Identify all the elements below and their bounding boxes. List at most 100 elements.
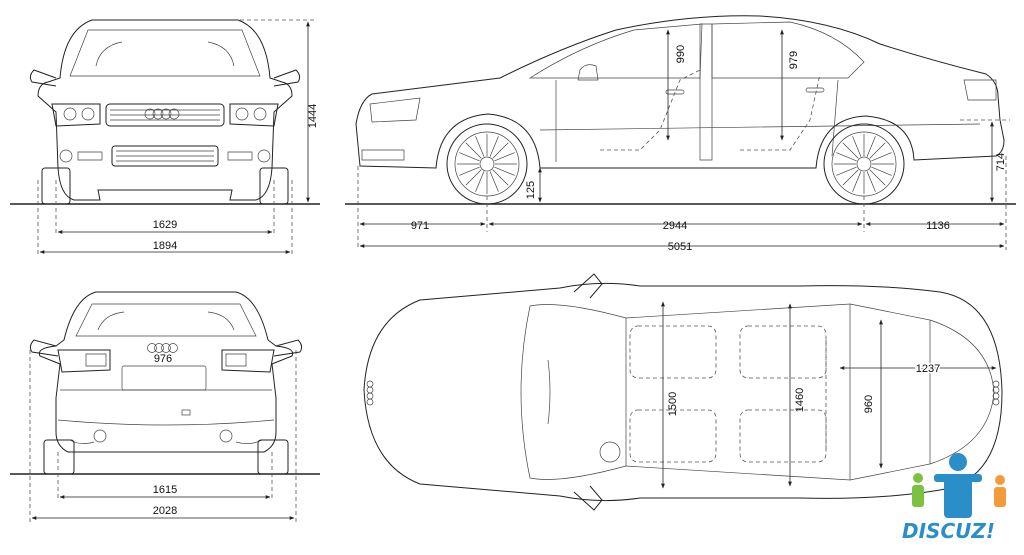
- wheel-spoke: [465, 142, 482, 159]
- wheel-spoke: [866, 136, 876, 157]
- front-right-foglight: [257, 149, 271, 163]
- top-hood-line: [547, 359, 551, 425]
- wheel-spoke: [869, 142, 886, 159]
- top-front-logo: [366, 380, 374, 406]
- side-mirror: [577, 64, 599, 81]
- side-front-wheel-spokes: [457, 134, 517, 194]
- wheel-spoke: [842, 142, 859, 159]
- top-view: 1500 1460 960 1237: [363, 273, 1003, 511]
- side-seats: [600, 69, 821, 151]
- top-left-mirror: [573, 273, 603, 299]
- top-body-outline: [363, 282, 1003, 502]
- rear-badge: 976: [154, 353, 172, 365]
- front-door-handle: [665, 89, 685, 95]
- wheel-spoke: [459, 166, 480, 176]
- wheel-spoke: [492, 142, 509, 159]
- wheel-spoke: [494, 166, 515, 176]
- front-view: 1444 1629 1894: [10, 19, 320, 256]
- wheel-spoke: [836, 166, 857, 176]
- top-trunk: [929, 319, 995, 465]
- front-left-mirror: [29, 69, 57, 87]
- discuz-watermark: DISCUZ!: [902, 453, 1006, 543]
- rear-logo: [147, 343, 178, 353]
- front-left-headlight: [51, 103, 101, 127]
- front-door-height-label: 990: [675, 45, 687, 63]
- front-windshield: [69, 29, 261, 77]
- rear-right-mirror: [273, 339, 303, 357]
- top-rear-window: [849, 303, 931, 481]
- trunk-width-label: 960: [863, 395, 875, 413]
- wheel-spoke: [869, 169, 886, 186]
- sill-height-label: 714: [995, 153, 1007, 171]
- front-right-tire: [259, 167, 289, 205]
- front-grille-slats: [110, 109, 220, 121]
- wheel-spoke: [465, 169, 482, 186]
- rear-overhang-label: 1136: [926, 220, 950, 232]
- side-b-pillar: [699, 23, 713, 161]
- rear-view: 976 1615 2028: [10, 291, 320, 522]
- wheel-spoke: [842, 169, 859, 186]
- front-interior-width-label: 1500: [667, 392, 679, 416]
- wheel-spoke: [489, 136, 499, 157]
- license-plate: [121, 365, 207, 391]
- front-logo: [144, 108, 180, 120]
- top-right-mirror: [573, 485, 603, 511]
- top-windshield: [520, 304, 627, 480]
- side-view: 990 979 125 714 971 2944 1136 5051: [345, 15, 1016, 253]
- top-front-seats: [629, 325, 717, 463]
- rear-right-tire: [257, 439, 289, 475]
- rear-left-taillight: [57, 349, 111, 373]
- side-rear-window: [711, 21, 865, 79]
- rear-body-outline: [38, 291, 294, 453]
- height-label: 1444: [307, 104, 319, 128]
- watermark-figures-icon: [912, 453, 1006, 518]
- wheelbase-label: 2944: [663, 220, 687, 232]
- rear-door-handle: [805, 87, 825, 93]
- rear-right-exhaust: [219, 429, 233, 443]
- front-width-label: 1894: [153, 240, 177, 252]
- top-steering-wheel: [599, 441, 621, 463]
- side-headlight: [369, 97, 421, 123]
- side-front-intake: [361, 149, 405, 161]
- top-rear-seats: [739, 325, 827, 463]
- side-body-outline: [355, 15, 1005, 169]
- side-taillight: [963, 79, 997, 101]
- side-door-lines: [555, 79, 839, 162]
- wheel-spoke: [871, 152, 892, 162]
- rear-left-exhaust: [93, 429, 107, 443]
- wheel-spoke: [836, 152, 857, 162]
- rear-left-tire: [43, 439, 75, 475]
- front-lower-intake: [111, 145, 219, 167]
- wheel-spoke: [475, 136, 485, 157]
- rear-width-label: 2028: [153, 505, 177, 517]
- rear-right-taillight: [221, 349, 275, 373]
- overall-length-label: 5051: [668, 241, 692, 253]
- front-left-tire: [41, 167, 71, 205]
- wheel-spoke: [475, 171, 485, 192]
- front-overhang-label: 971: [411, 220, 429, 232]
- front-right-mirror: [273, 69, 301, 87]
- wheel-spoke: [494, 152, 515, 162]
- front-left-foglight: [59, 149, 73, 163]
- watermark-text: DISCUZ!: [902, 519, 995, 543]
- wheel-spoke: [871, 166, 892, 176]
- rear-track-label: 1615: [153, 484, 177, 496]
- top-rear-logo: [992, 380, 1000, 406]
- front-track-label: 1629: [153, 219, 177, 231]
- wheel-spoke: [459, 152, 480, 162]
- rear-interior-width-label: 1460: [794, 388, 806, 412]
- rear-door-height-label: 979: [788, 51, 800, 69]
- side-front-window: [528, 23, 703, 79]
- rear-window: [75, 303, 257, 337]
- wheel-spoke: [866, 171, 876, 192]
- front-right-headlight: [229, 103, 279, 127]
- wheel-spoke: [489, 171, 499, 192]
- side-character-line: [539, 123, 981, 131]
- trunk-length-label: 1237: [916, 363, 940, 375]
- wheel-spoke: [852, 171, 862, 192]
- wheel-spoke: [852, 136, 862, 157]
- top-roof: [625, 303, 851, 481]
- side-rear-wheel-spokes: [834, 134, 894, 194]
- front-grille: [105, 103, 225, 127]
